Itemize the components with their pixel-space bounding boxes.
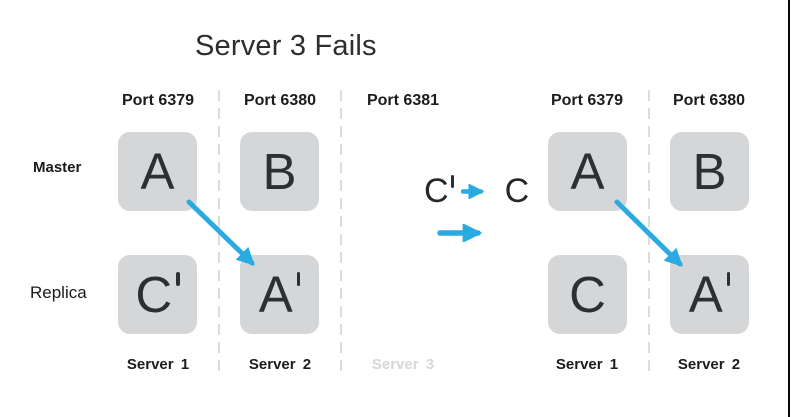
node-letter: A — [688, 266, 723, 323]
promotion-from-letter: C — [424, 172, 449, 210]
node-letter: C — [569, 266, 606, 323]
server-label: Server 1 — [555, 356, 619, 373]
node-letter: C — [135, 266, 173, 323]
port-label: Port 6381 — [366, 92, 440, 109]
promotion-annotation: C C — [424, 172, 529, 210]
master-row-label: Master — [33, 159, 82, 176]
node-master-c-promoted: C — [548, 255, 627, 334]
promotion-small-arrow-icon — [460, 184, 485, 199]
node-replica-c-prime: C — [118, 255, 197, 334]
left-replication-arrow-icon — [186, 199, 255, 266]
replica-row-label: Replica — [30, 283, 87, 302]
port-label: Port 6380 — [672, 92, 746, 109]
column-separator — [340, 90, 342, 374]
node-replica-a-prime: A — [670, 255, 749, 334]
node-letter: B — [262, 143, 297, 200]
node-letter: A — [258, 266, 293, 323]
prime-mark — [726, 272, 731, 286]
node-letter: A — [570, 143, 605, 200]
column-separator — [218, 90, 220, 374]
transition-arrow-icon — [437, 224, 483, 242]
server-label: Server 1 — [126, 356, 190, 373]
node-master-b: B — [240, 132, 319, 211]
diagram-title: Server 3 Fails — [195, 30, 377, 62]
node-master-b: B — [670, 132, 749, 211]
prime-mark — [450, 175, 454, 188]
port-label: Port 6379 — [550, 92, 624, 109]
port-label: Port 6379 — [121, 92, 195, 109]
node-master-a: A — [548, 132, 627, 211]
prime-mark — [296, 272, 301, 286]
node-letter: A — [140, 143, 175, 200]
server-label: Server 2 — [248, 356, 312, 373]
port-label: Port 6380 — [243, 92, 317, 109]
slide-edge-line — [788, 0, 790, 417]
promotion-to-letter: C — [504, 172, 530, 210]
node-master-a: A — [118, 132, 197, 211]
node-replica-a-prime: A — [240, 255, 319, 334]
server-label: Server 2 — [677, 356, 741, 373]
node-letter: B — [692, 143, 727, 200]
server-label-failed: Server 3 — [371, 356, 435, 373]
prime-mark — [176, 272, 180, 286]
column-separator — [648, 90, 650, 374]
